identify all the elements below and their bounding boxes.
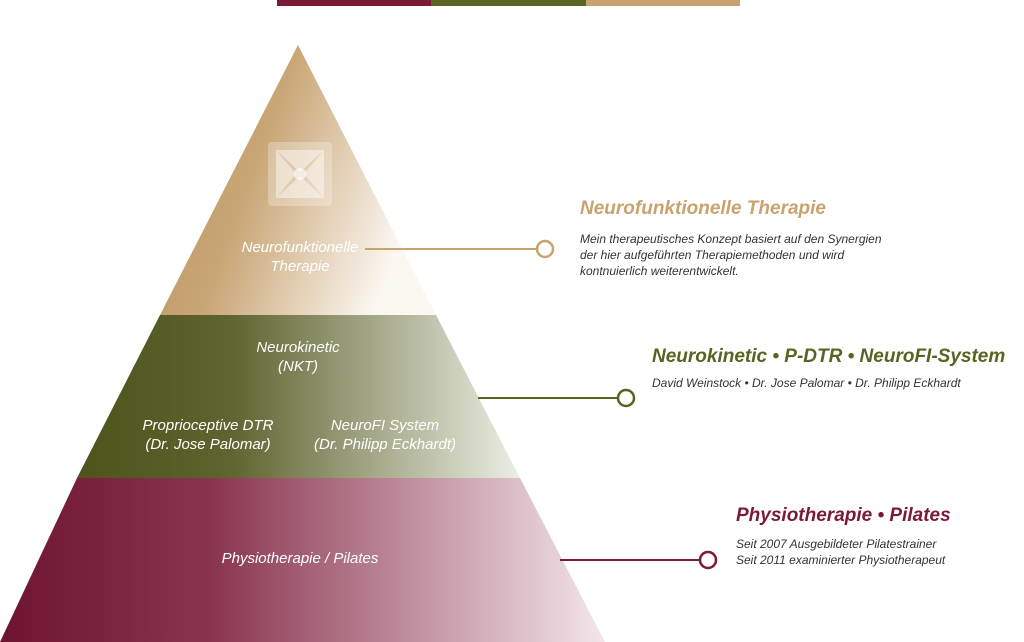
info-bottom-line-1: Seit 2007 Ausgebildeter Pilatestrainer [736,537,937,551]
top-bar-segment-sand [585,0,740,6]
info-top-text: Mein therapeutisches Konzept basiert auf… [580,231,882,279]
top-layer-label-line1: Neurofunktionelle [241,239,359,256]
neurofi-label-line1: NeuroFI System [330,417,440,434]
info-top-line-3: kontnuierlich weiterentwickelt. [580,264,739,278]
connector-middle-dot [616,388,636,408]
info-bottom: Physiotherapie • Pilates Seit 2007 Ausge… [736,504,951,568]
pdtr-label-line1: Proprioceptive DTR [142,417,274,434]
pdtr-label: Proprioceptive DTR (Dr. Jose Palomar) [118,416,298,454]
connector-bottom-dot [698,550,718,570]
bottom-layer-label: Physiotherapie / Pilates [180,549,420,568]
pdtr-label-line2: (Dr. Jose Palomar) [145,436,271,453]
info-bottom-text: Seit 2007 Ausgebildeter Pilatestrainer S… [736,536,951,568]
top-layer-label-line2: Therapie [270,258,330,275]
info-bottom-title: Physiotherapie • Pilates [736,505,951,526]
nkt-label-line1: Neurokinetic [256,339,340,356]
info-middle-line-1: David Weinstock • Dr. Jose Palomar • Dr.… [652,376,961,390]
connector-top-dot [535,239,555,259]
pyramid-layer-bottom [0,478,605,642]
info-middle-text: David Weinstock • Dr. Jose Palomar • Dr.… [652,375,1005,391]
neurofi-label: NeuroFI System (Dr. Philipp Eckhardt) [290,416,480,454]
pyramid-layer-top [160,45,436,315]
info-top: Neurofunktionelle Therapie Mein therapeu… [580,197,882,279]
info-top-title: Neurofunktionelle Therapie [580,198,826,219]
info-top-line-2: der hier aufgeführten Therapiemethoden u… [580,248,845,262]
info-top-line-1: Mein therapeutisches Konzept basiert auf… [580,232,882,246]
top-bar-segment-bordeaux [277,0,432,6]
top-color-bar [277,0,740,6]
info-middle: Neurokinetic • P-DTR • NeuroFI-System Da… [652,345,1005,391]
nkt-label: Neurokinetic (NKT) [208,338,388,376]
pyramid-layer-middle [77,315,520,478]
info-middle-title: Neurokinetic • P-DTR • NeuroFI-System [652,346,1006,367]
top-bar-segment-olive [431,0,586,6]
top-layer-label: Neurofunktionelle Therapie [210,238,390,276]
info-bottom-line-2: Seit 2011 examinierter Physiotherapeut [736,553,946,567]
bottom-layer-label-text: Physiotherapie / Pilates [221,550,379,567]
nkt-label-line2: (NKT) [278,358,318,375]
neurofi-label-line2: (Dr. Philipp Eckhardt) [314,436,456,453]
flower-emblem-petals [276,150,324,198]
